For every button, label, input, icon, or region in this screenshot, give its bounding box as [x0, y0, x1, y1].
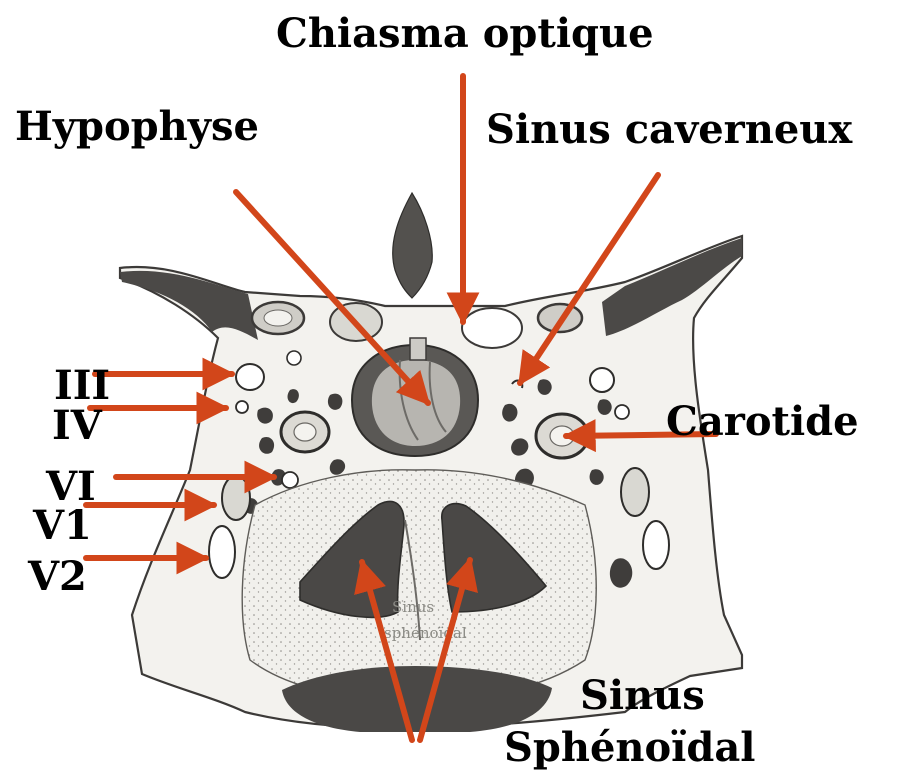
left-dura-band — [120, 271, 258, 340]
optic-chiasma-shape — [393, 193, 433, 298]
label-sphenoidal: Sphénoïdal — [504, 728, 755, 768]
label-nerve-vi: VI — [46, 467, 96, 507]
cross-section-drawing: Sinus sphénoïdal — [120, 193, 742, 732]
nerve-iv-circle — [236, 401, 248, 413]
label-nerve-iv: IV — [52, 406, 102, 446]
label-sinus-caverneux: Sinus caverneux — [486, 110, 852, 150]
nerve-vi-circle — [282, 472, 298, 488]
label-nerve-v1: V1 — [33, 506, 92, 546]
pituitary-gland — [372, 360, 460, 446]
pituitary-stalk — [410, 338, 426, 360]
label-hypophyse: Hypophyse — [15, 107, 259, 147]
label-nerve-v2: V2 — [28, 557, 87, 597]
label-carotide: Carotide — [666, 402, 859, 442]
label-sinus: Sinus — [580, 676, 705, 716]
label-chiasma-optique: Chiasma optique — [276, 14, 654, 54]
plate-label-sinus: Sinus — [392, 598, 434, 616]
nerve-v1-oval — [222, 476, 250, 520]
label-nerve-iii: III — [54, 366, 110, 406]
nerve-iii-circle — [236, 364, 264, 390]
nerve-v2-oval — [209, 526, 235, 578]
right-clinoid-oval — [462, 308, 522, 348]
